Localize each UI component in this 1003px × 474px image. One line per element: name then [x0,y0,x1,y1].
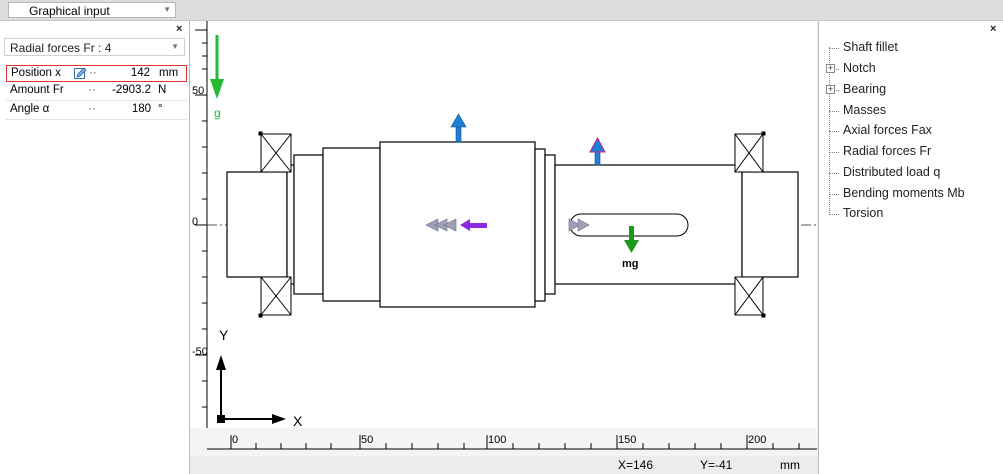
close-icon[interactable]: × [176,23,183,35]
gravity-arrow: g [210,35,224,120]
axis-indicator: Y X [216,327,303,429]
radial-force-arrow-selected[interactable] [589,136,606,166]
v-ruler-label: 0 [192,216,198,228]
h-ruler-label: 100 [488,434,506,446]
cursor-y-readout: Y=-41 [700,458,733,472]
h-ruler-label: 50 [361,434,373,446]
radial-force-arrow[interactable] [450,113,467,143]
tree-item-label: Bending moments Mb [843,186,965,200]
top-toolbar: Graphical input ▼ [0,0,1003,21]
status-bar: X=146 Y=-41 mm [190,456,817,474]
property-dots: ·· [88,84,96,96]
h-ruler-label: 0 [232,434,238,446]
expand-plus-icon[interactable]: + [826,63,835,73]
row-divider [6,100,187,101]
unit-readout: mm [780,458,800,472]
tree-item-label: Torsion [843,206,884,220]
property-unit: mm [159,67,179,79]
property-unit: ° [158,103,163,115]
edit-value-icon[interactable] [74,67,87,80]
property-label: Angle α [10,103,50,115]
property-value[interactable]: 180 [131,103,151,115]
gravity-label: g [214,106,221,120]
element-tree-panel: × Shaft fillet + Notch + Bearing Masses … [818,21,1003,474]
bearing-right[interactable] [734,131,766,318]
tree-item-label: Distributed load q [843,165,941,179]
shaft-drawing-canvas[interactable]: 50 0 -50 g [190,21,817,474]
row-divider [6,119,187,120]
tree-item-label: Shaft fillet [843,40,898,54]
property-row-amount[interactable]: Amount Fr ·· -2903.2 N [6,83,187,100]
properties-panel: × Radial forces Fr : 4 ▼ Position x ·· 1… [0,21,190,474]
tree-item-label: Masses [843,103,887,117]
element-dropdown-label: Radial forces Fr : 4 [10,41,112,55]
property-row-position[interactable]: Position x ·· 142 mm [6,65,187,82]
property-value[interactable]: 142 [130,67,150,79]
h-ruler-label: 200 [748,434,766,446]
shaft-body[interactable] [226,141,799,308]
cursor-x-readout: X=146 [618,458,654,472]
axial-force-arrows[interactable] [425,218,487,232]
chevron-down-icon: ▼ [163,5,171,14]
h-ruler-label: 150 [618,434,636,446]
horizontal-ruler: 0 50 100 150 200 [190,428,817,456]
property-unit: N [158,84,167,96]
property-row-angle[interactable]: Angle α ·· 180 ° [6,102,187,119]
tree-item-label: Axial forces Fax [843,123,932,137]
tree-item-label: Radial forces Fr [843,144,932,158]
tree-item-label: Notch [843,61,876,75]
bearing-left[interactable] [258,131,292,318]
element-dropdown[interactable]: Radial forces Fr : 4 ▼ [4,38,185,56]
v-ruler-label: -50 [192,346,208,358]
close-icon[interactable]: × [990,23,997,35]
property-dots: ·· [89,67,97,79]
input-mode-select[interactable]: Graphical input ▼ [8,2,176,18]
input-mode-select-label: Graphical input [29,4,110,18]
mass-label: mg [622,258,639,270]
axis-x-label: X [293,413,303,429]
tree-item-label: Bearing [843,82,887,96]
property-dots: ·· [88,103,96,115]
axis-y-label: Y [219,327,229,343]
chevron-down-icon: ▼ [171,42,179,51]
property-label: Position x [11,67,61,79]
mass-element[interactable]: mg [568,213,689,270]
property-value[interactable]: -2903.2 [111,84,151,96]
property-label: Amount Fr [10,84,64,96]
v-ruler-label: 50 [192,85,204,97]
expand-plus-icon[interactable]: + [826,84,835,94]
